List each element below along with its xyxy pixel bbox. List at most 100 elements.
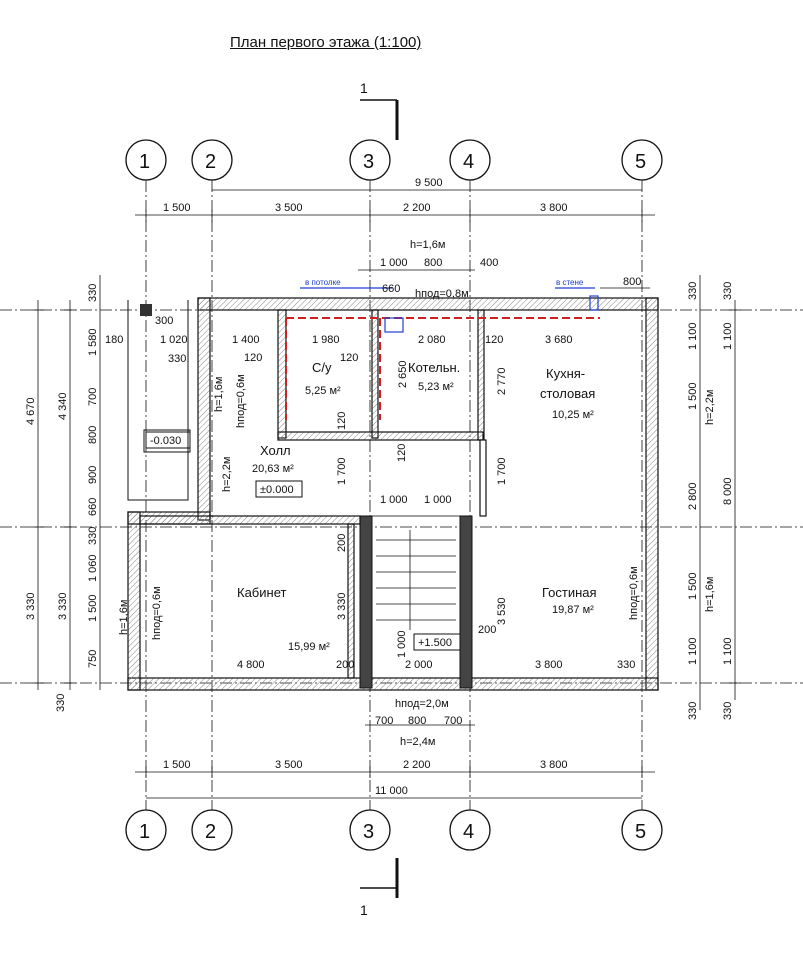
label-in-wall: в стене <box>556 278 584 287</box>
svg-text:1 020: 1 020 <box>160 334 188 346</box>
dim-right-inner: 2 800 <box>687 482 699 510</box>
dim-left-inner: 900 <box>87 466 99 484</box>
plan-title: План первого этажа (1:100) <box>230 34 422 51</box>
axis-label: 3 <box>363 151 374 173</box>
dim-right-window-h: h=1,6м <box>704 577 716 612</box>
svg-text:20,63 м²: 20,63 м² <box>252 463 294 475</box>
utility-markers <box>300 287 599 333</box>
svg-text:330: 330 <box>168 353 186 365</box>
svg-text:200: 200 <box>336 534 348 552</box>
axis-label: 2 <box>205 821 216 843</box>
room-wc: С/у 5,25 м² <box>305 360 341 397</box>
dimension-chain-left <box>32 275 101 690</box>
dimension-chain-bottom <box>135 724 655 799</box>
svg-text:1 000: 1 000 <box>424 494 452 506</box>
staircase <box>371 515 461 679</box>
svg-text:120: 120 <box>396 444 408 462</box>
dim-right-inner: 330 <box>722 702 734 720</box>
dim-door-sill: hпод=2,0м <box>395 698 449 710</box>
svg-text:3 530: 3 530 <box>496 597 508 625</box>
dim-left-inner: 800 <box>87 426 99 444</box>
axis-label: 5 <box>635 151 646 173</box>
svg-text:3 330: 3 330 <box>336 592 348 620</box>
svg-text:±0.000: ±0.000 <box>260 484 294 496</box>
svg-text:200: 200 <box>336 659 354 671</box>
dimension-chain-top <box>135 189 655 289</box>
svg-text:3 800: 3 800 <box>535 659 563 671</box>
svg-text:2 650: 2 650 <box>397 360 409 388</box>
svg-text:200: 200 <box>478 624 496 636</box>
window-sill: hпод=0,6м <box>628 566 640 620</box>
svg-text:10,25 м²: 10,25 м² <box>552 409 594 421</box>
dim-left-middle: 4 340 <box>57 392 69 420</box>
svg-text:1 700: 1 700 <box>496 457 508 485</box>
dim-window-height: h=1,6м <box>410 239 445 251</box>
svg-text:1 000: 1 000 <box>380 494 408 506</box>
room-hall: Холл 20,63 м² ±0.000 <box>252 443 303 498</box>
dimension-chain-right <box>699 275 741 710</box>
dim-right-inner: 330 <box>687 702 699 720</box>
dim-left-inner: 330 <box>87 527 99 545</box>
svg-text:660: 660 <box>382 283 400 295</box>
dim-right-inner: 330 <box>722 282 734 300</box>
dim-window: 400 <box>480 257 498 269</box>
svg-text:столовая: столовая <box>540 386 595 401</box>
dim-left-inner: 750 <box>87 650 99 668</box>
dim-bottom-span: 3 800 <box>540 759 568 771</box>
dim-left-inner: 1 580 <box>87 328 99 356</box>
axis-label: 3 <box>363 821 374 843</box>
svg-text:120: 120 <box>340 352 358 364</box>
svg-text:3 680: 3 680 <box>545 334 573 346</box>
svg-text:2 770: 2 770 <box>496 367 508 395</box>
dim-top-span: 1 500 <box>163 202 191 214</box>
utility-lines <box>285 317 600 420</box>
svg-text:120: 120 <box>244 352 262 364</box>
porch <box>127 300 191 501</box>
dim-door: 700 <box>444 715 462 727</box>
dim-window: 800 <box>424 257 442 269</box>
dim-bottom-span: 1 500 <box>163 759 191 771</box>
section-label-bottom: 1 <box>360 902 368 918</box>
svg-text:С/у: С/у <box>312 360 332 375</box>
dim-left-inner: 330 <box>87 284 99 302</box>
label-sill-height: hпод=0,8м <box>415 288 469 300</box>
svg-text:5,23 м²: 5,23 м² <box>418 381 454 393</box>
dim-right-window-h: h=2,2м <box>704 390 716 425</box>
dim-top-span: 2 200 <box>403 202 431 214</box>
svg-text:180: 180 <box>105 334 123 346</box>
svg-text:19,87 м²: 19,87 м² <box>552 604 594 616</box>
level-stairs: +1.500 <box>418 637 452 649</box>
interior-dimensions: 1 400 1 980 2 080 3 680 1 020 180 330 12… <box>105 283 635 671</box>
svg-text:2 080: 2 080 <box>418 334 446 346</box>
svg-text:Котельн.: Котельн. <box>408 360 460 375</box>
svg-text:4 800: 4 800 <box>237 659 265 671</box>
room-boiler: Котельн. 5,23 м² <box>408 360 460 393</box>
dim-right-inner: 1 100 <box>687 637 699 665</box>
svg-text:1 980: 1 980 <box>312 334 340 346</box>
dim-left-inner: 1 060 <box>87 554 99 582</box>
svg-text:Кабинет: Кабинет <box>237 585 286 600</box>
level-porch: -0.030 <box>150 435 181 447</box>
dim-bottom-span: 3 500 <box>275 759 303 771</box>
svg-text:300: 300 <box>155 315 173 327</box>
axis-label: 1 <box>139 151 150 173</box>
dim-left-inner: 660 <box>87 498 99 516</box>
dim-left-inner: 1 500 <box>87 594 99 622</box>
svg-text:1 400: 1 400 <box>232 334 260 346</box>
dim-right-inner: 1 500 <box>687 382 699 410</box>
svg-text:2 000: 2 000 <box>405 659 433 671</box>
room-office: Кабинет 15,99 м² <box>237 585 330 653</box>
svg-text:15,99 м²: 15,99 м² <box>288 641 330 653</box>
dim-left-inner: 700 <box>87 388 99 406</box>
dim-right-inner: 1 100 <box>687 322 699 350</box>
axis-label: 2 <box>205 151 216 173</box>
interior-walls <box>139 309 487 679</box>
axis-label: 4 <box>463 151 474 173</box>
window-sill: hпод=0,6м <box>235 374 247 428</box>
room-living: Гостиная 19,87 м² <box>542 585 597 616</box>
label-in-ceiling: в потолке <box>305 278 341 287</box>
dim-right-inner: 330 <box>687 282 699 300</box>
exterior-walls <box>127 297 659 691</box>
axis-bubbles-bottom: 1 2 3 4 5 <box>125 809 663 851</box>
